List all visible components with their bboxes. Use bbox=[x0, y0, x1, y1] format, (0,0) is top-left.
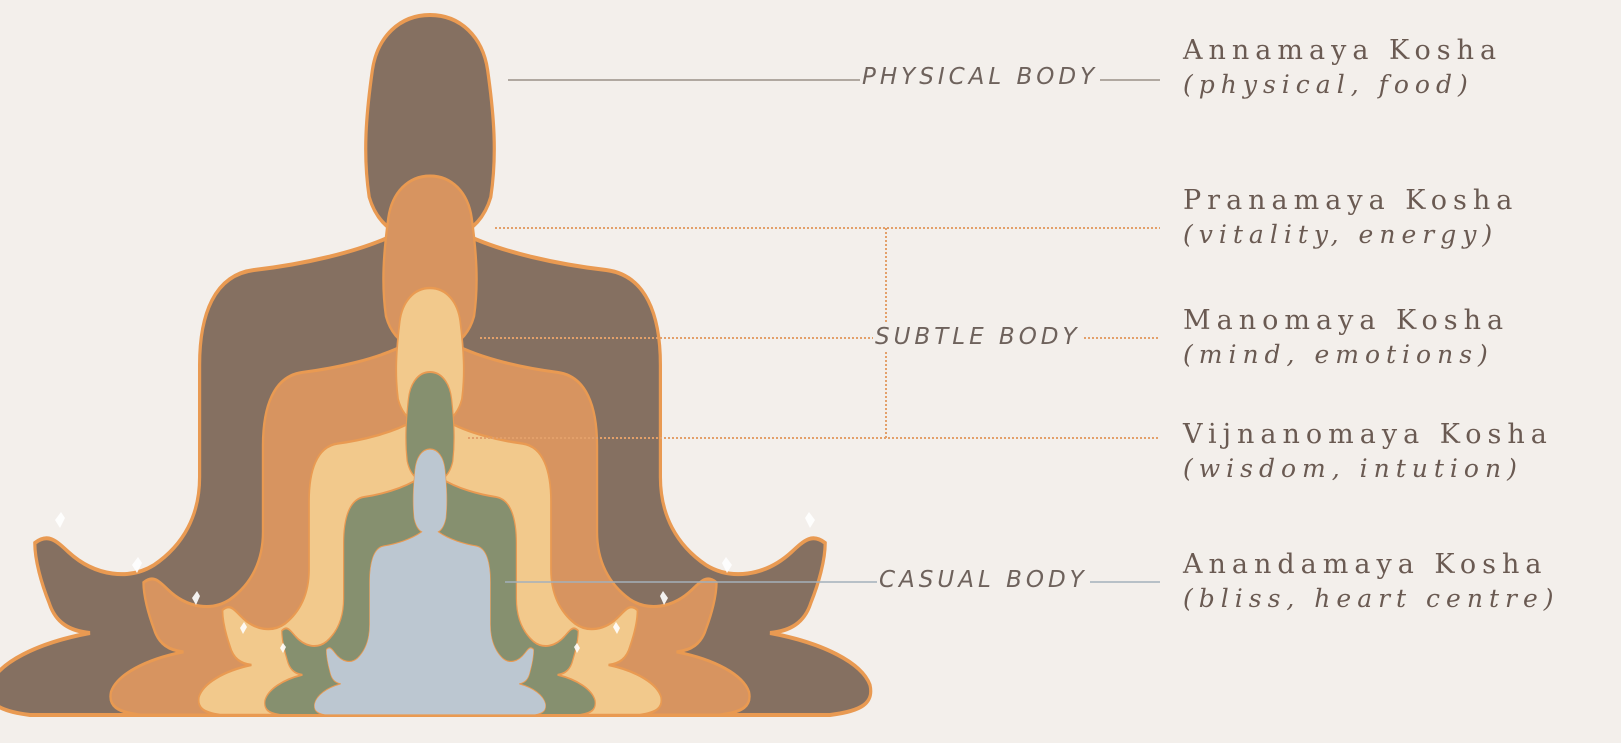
kosha-desc: (bliss, heart centre) bbox=[1183, 582, 1560, 616]
kosha-name: Annamaya Kosha bbox=[1183, 34, 1502, 68]
pranamaya-kosha: Pranamaya Kosha (vitality, energy) bbox=[1183, 184, 1518, 252]
annamaya-kosha: Annamaya Kosha (physical, food) bbox=[1183, 34, 1502, 102]
manomaya-kosha: Manomaya Kosha (mind, emotions) bbox=[1183, 304, 1509, 372]
kosha-desc: (mind, emotions) bbox=[1183, 338, 1509, 372]
kosha-desc: (physical, food) bbox=[1183, 68, 1502, 102]
kosha-name: Pranamaya Kosha bbox=[1183, 184, 1518, 218]
vijnanomaya-kosha: Vijnanomaya Kosha (wisdom, intution) bbox=[1183, 418, 1553, 486]
kosha-desc: (wisdom, intution) bbox=[1183, 452, 1553, 486]
kosha-name: Manomaya Kosha bbox=[1183, 304, 1509, 338]
casual-body-label: CASUAL BODY bbox=[877, 567, 1090, 593]
kosha-name: Vijnanomaya Kosha bbox=[1183, 418, 1553, 452]
subtle-body-label: SUBTLE BODY bbox=[873, 324, 1083, 350]
kosha-name: Anandamaya Kosha bbox=[1183, 548, 1560, 582]
kosha-desc: (vitality, energy) bbox=[1183, 218, 1518, 252]
anandamaya-kosha: Anandamaya Kosha (bliss, heart centre) bbox=[1183, 548, 1560, 616]
physical-body-label: PHYSICAL BODY bbox=[860, 64, 1100, 90]
